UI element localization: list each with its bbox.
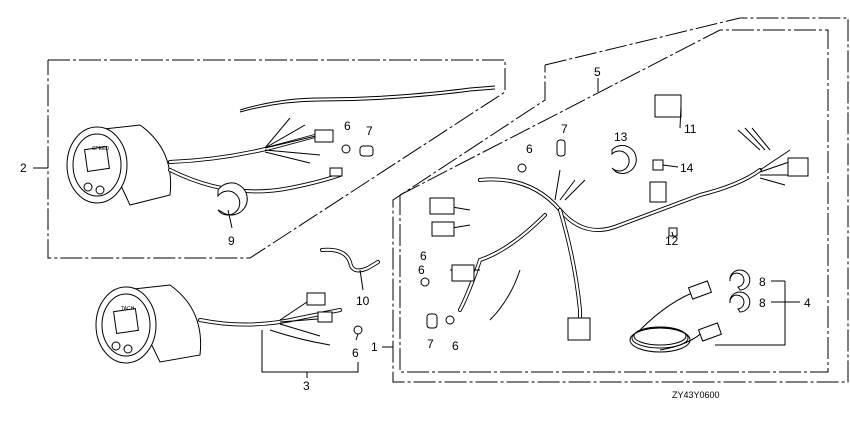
callout-7: 7: [561, 122, 568, 136]
callout-6: 6: [420, 249, 427, 263]
callout-7: 7: [427, 337, 434, 351]
callout-6: 6: [526, 142, 533, 156]
callout-6: 6: [418, 263, 425, 277]
group-box-1: [392, 17, 849, 383]
callout-12: 12: [665, 234, 679, 248]
speed-harness: [168, 85, 496, 216]
callout-4: 4: [804, 296, 811, 310]
callout-5: 5: [594, 65, 601, 79]
callout-7: 7: [366, 124, 373, 138]
callout-3: 3: [303, 379, 310, 393]
callout-2: 2: [20, 161, 27, 175]
leader-lines: [33, 78, 800, 378]
extension-cable: [629, 269, 751, 353]
callout-6: 6: [352, 346, 359, 360]
callout-9: 9: [228, 234, 235, 248]
callout-6: 6: [452, 339, 459, 353]
callout-13: 13: [614, 130, 628, 144]
callout-11: 11: [684, 122, 697, 136]
callout-6: 6: [344, 119, 351, 133]
speed-gauge: SPEED: [66, 124, 172, 206]
callout-8: 8: [759, 296, 766, 310]
group-box-2: [47, 59, 506, 259]
callout-1: 1: [371, 340, 378, 354]
group-box-5: [399, 29, 829, 373]
callout-10: 10: [356, 294, 370, 308]
diagram-code: ZY43Y0600: [672, 390, 720, 400]
tach-harness: [198, 247, 380, 346]
tach-gauge-text: TACH: [121, 306, 135, 312]
tach-gauge: TACH: [95, 284, 202, 364]
main-harness: [420, 94, 809, 341]
callout-8: 8: [759, 275, 766, 289]
callout-14: 14: [680, 161, 694, 175]
speed-gauge-text: SPEED: [92, 146, 109, 152]
